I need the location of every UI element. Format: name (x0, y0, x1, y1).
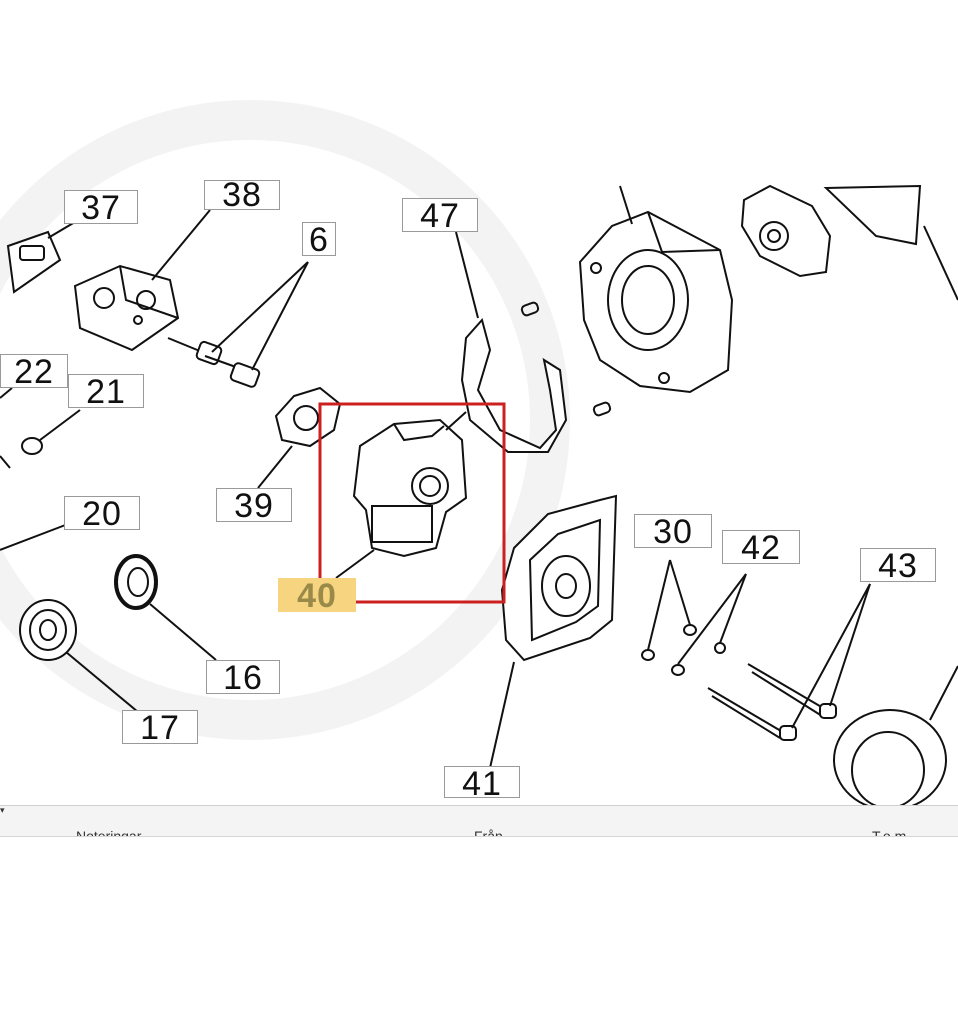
part-16-seal[interactable] (114, 554, 217, 661)
callout-43[interactable]: 43 (860, 548, 936, 583)
column-header-to[interactable]: T.o.m (872, 828, 907, 837)
part-22-pin[interactable] (0, 387, 13, 399)
selection-box (318, 402, 506, 604)
watermark-gear-icon (0, 100, 570, 740)
callout-39[interactable]: 39 (216, 488, 292, 523)
callout-40-highlighted[interactable]: 40 (278, 578, 356, 613)
part-30-washers[interactable] (641, 559, 697, 661)
part-6-screws[interactable] (167, 261, 309, 388)
callout-41[interactable]: 41 (444, 766, 520, 801)
part-42-washers[interactable] (671, 573, 747, 676)
part-21-washer[interactable] (0, 409, 81, 469)
callout-17[interactable]: 17 (122, 710, 198, 745)
part-38-intake-block[interactable] (73, 209, 211, 352)
part-20-line[interactable] (0, 523, 69, 551)
part-43-bolts[interactable] (707, 583, 871, 741)
flange-part[interactable] (740, 184, 832, 278)
callout-38[interactable]: 38 (204, 178, 280, 212)
callout-21[interactable]: 21 (68, 374, 144, 409)
callout-20[interactable]: 20 (64, 496, 140, 531)
part-41-cover[interactable] (489, 494, 618, 769)
seal-ring[interactable] (833, 665, 958, 811)
chevron-down-icon[interactable]: ▾ (0, 806, 5, 816)
callout-37[interactable]: 37 (64, 190, 138, 225)
callout-16[interactable]: 16 (206, 660, 280, 695)
part-17-bearing[interactable] (19, 599, 139, 713)
column-header-notes[interactable]: Noteringar (76, 828, 142, 837)
callout-42[interactable]: 42 (722, 530, 800, 565)
callout-22[interactable]: 22 (0, 354, 68, 389)
table-header-strip: ▾ Noteringar Från T.o.m (0, 805, 958, 837)
part-47-gasket[interactable] (455, 231, 612, 453)
callout-6[interactable]: 6 (302, 222, 336, 257)
gasket-top-right[interactable] (823, 184, 958, 301)
part-40-carburetor[interactable] (335, 411, 468, 579)
callout-47[interactable]: 47 (402, 198, 478, 233)
part-37-gasket[interactable] (6, 221, 76, 294)
crankcase-housing[interactable] (578, 185, 734, 394)
column-header-from[interactable]: Från (474, 828, 503, 837)
callout-30[interactable]: 30 (634, 514, 712, 549)
